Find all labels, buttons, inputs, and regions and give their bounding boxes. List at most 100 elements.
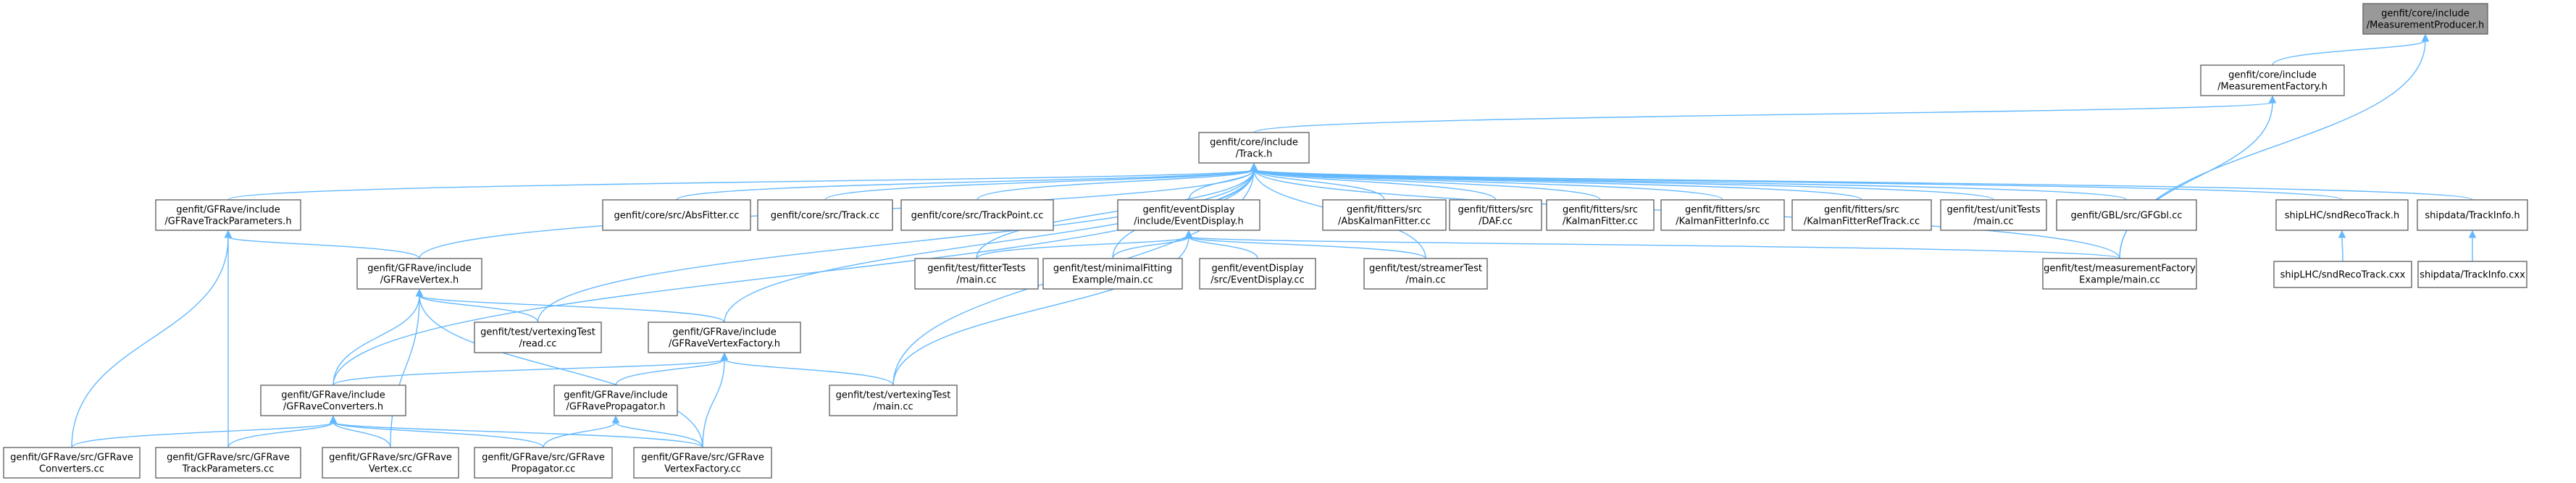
edge-evd-to-mfe xyxy=(1112,230,1193,259)
edge-evd-to-evdc xyxy=(1184,230,1258,259)
node-label: genfit/eventDisplay xyxy=(1211,264,1303,274)
node-label: genfit/core/src/Track.cc xyxy=(771,211,880,222)
node-label: /AbsKalmanFitter.cc xyxy=(1338,217,1431,227)
node-sdc[interactable]: shipdata/TrackInfo.cxx xyxy=(2417,261,2527,288)
node-label: /include/EventDisplay.h xyxy=(1134,217,1244,227)
node-gbl[interactable]: genfit/GBL/src/GFGbl.cc xyxy=(2056,199,2197,231)
node-box xyxy=(1546,199,1655,231)
edge-gfrv-to-gfcv xyxy=(333,288,424,386)
node-shlh[interactable]: shipLHC/sndRecoTrack.h xyxy=(2275,199,2409,231)
node-label: /src/EventDisplay.cc xyxy=(1210,275,1304,286)
node-label: Example/main.cc xyxy=(1072,275,1153,286)
node-label: /KalmanFitterRefTrack.cc xyxy=(1804,217,1920,227)
edge-gfrtp-to-gfrv xyxy=(224,230,420,259)
node-gfcv[interactable]: genfit/GFRave/include/GFRaveConverters.h xyxy=(260,385,406,416)
node-evd[interactable]: genfit/eventDisplay/include/EventDisplay… xyxy=(1117,199,1260,231)
node-gfrv[interactable]: genfit/GFRave/include/GFRaveVertex.h xyxy=(356,258,482,290)
node-label: shipdata/TrackInfo.cxx xyxy=(2420,270,2525,281)
node-c_cv[interactable]: genfit/GFRave/src/GFRaveConverters.cc xyxy=(3,447,141,479)
node-daf[interactable]: genfit/fitters/src/DAF.cc xyxy=(1449,199,1542,231)
node-box xyxy=(829,385,958,416)
node-gfpr[interactable]: genfit/GFRave/include/GFRavePropagator.h xyxy=(553,385,678,416)
node-label: /main.cc xyxy=(956,275,996,286)
node-gfrtp[interactable]: genfit/GFRave/include/GFRaveTrackParamet… xyxy=(155,199,301,231)
edge-mf-to-mfm xyxy=(2119,95,2277,259)
node-label: genfit/GFRave/src/GFRave xyxy=(10,453,133,463)
node-shlc[interactable]: shipLHC/sndRecoTrack.cxx xyxy=(2273,261,2412,288)
node-c_pr[interactable]: genfit/GFRave/src/GFRavePropagator.cc xyxy=(474,447,613,479)
node-c_tp[interactable]: genfit/GFRave/src/GFRaveTrackParameters.… xyxy=(155,447,301,479)
node-label: genfit/GFRave/src/GFRave xyxy=(329,453,452,463)
node-absf[interactable]: genfit/core/src/AbsFitter.cc xyxy=(602,199,751,231)
node-label: genfit/GFRave/src/GFRave xyxy=(167,453,290,463)
edge-shlh-to-shlc xyxy=(2338,230,2346,262)
node-box xyxy=(553,385,678,416)
node-label: Converters.cc xyxy=(39,464,104,475)
edge-gfcv-to-c_vf xyxy=(329,415,703,448)
node-label: genfit/GFRave/include xyxy=(176,205,280,216)
edge-trk-to-sdh xyxy=(1250,162,2473,201)
node-box xyxy=(633,447,772,479)
node-box xyxy=(474,322,602,353)
node-mf[interactable]: genfit/core/include/MeasurementFactory.h xyxy=(2200,64,2345,96)
node-kf[interactable]: genfit/fitters/src/KalmanFitter.cc xyxy=(1546,199,1655,231)
edge-gfvf-to-c_vf xyxy=(702,352,729,448)
nodes-layer: genfit/core/include/MeasurementProducer.… xyxy=(3,3,2528,479)
edge-gfrv-to-c_vx xyxy=(390,288,424,448)
node-box xyxy=(1042,258,1183,290)
node-box xyxy=(322,447,459,479)
node-tpc[interactable]: genfit/core/src/TrackPoint.cc xyxy=(900,199,1054,231)
node-gfvf[interactable]: genfit/GFRave/include/GFRaveVertexFactor… xyxy=(648,322,801,353)
node-label: /main.cc xyxy=(1405,275,1445,286)
node-box xyxy=(1117,199,1260,231)
node-label: /GFRaveConverters.h xyxy=(283,402,383,413)
node-kfr[interactable]: genfit/fitters/src/KalmanFitterRefTrack.… xyxy=(1791,199,1932,231)
node-evdc[interactable]: genfit/eventDisplay/src/EventDisplay.cc xyxy=(1199,258,1316,290)
node-label: genfit/fitters/src xyxy=(1458,205,1533,216)
edge-mf-to-trk xyxy=(1253,95,2277,133)
node-mfe[interactable]: genfit/test/minimalFittingExample/main.c… xyxy=(1042,258,1183,290)
node-label: /MeasurementFactory.h xyxy=(2217,82,2328,93)
node-label: genfit/fitters/src xyxy=(1563,205,1638,216)
node-box xyxy=(1940,199,2047,231)
node-ut[interactable]: genfit/test/unitTests/main.cc xyxy=(1940,199,2047,231)
node-label: /GFRaveVertexFactory.h xyxy=(669,339,780,350)
node-label: genfit/test/vertexingTest xyxy=(836,390,951,401)
node-vtm[interactable]: genfit/test/vertexingTest/main.cc xyxy=(829,385,958,416)
node-label: Example/main.cc xyxy=(2079,275,2160,286)
node-label: shipLHC/sndRecoTrack.cxx xyxy=(2280,270,2406,281)
node-box xyxy=(155,447,301,479)
node-label: /KalmanFitter.cc xyxy=(1563,217,1638,227)
node-vtr[interactable]: genfit/test/vertexingTest/read.cc xyxy=(474,322,602,353)
node-label: genfit/test/unitTests xyxy=(1946,205,2040,216)
node-label: genfit/GFRave/include xyxy=(564,390,668,401)
node-label: /main.cc xyxy=(873,402,913,413)
edges-layer xyxy=(71,33,2477,448)
node-ftm[interactable]: genfit/test/fitterTests/main.cc xyxy=(914,258,1039,290)
node-trk[interactable]: genfit/core/include/Track.h xyxy=(1198,132,1310,164)
node-mfm[interactable]: genfit/test/measurementFactoryExample/ma… xyxy=(2042,258,2197,290)
node-c_vx[interactable]: genfit/GFRave/src/GFRaveVertex.cc xyxy=(322,447,459,479)
node-akf[interactable]: genfit/fitters/src/AbsKalmanFitter.cc xyxy=(1322,199,1447,231)
node-label: genfit/test/vertexingTest xyxy=(480,327,595,338)
node-label: shipdata/TrackInfo.h xyxy=(2425,211,2519,222)
node-label: Vertex.cc xyxy=(369,464,412,475)
node-stm[interactable]: genfit/test/streamerTest/main.cc xyxy=(1363,258,1488,290)
node-trkc[interactable]: genfit/core/src/Track.cc xyxy=(757,199,893,231)
node-label: genfit/GFRave/src/GFRave xyxy=(482,453,605,463)
node-sdh[interactable]: shipdata/TrackInfo.h xyxy=(2417,199,2528,231)
node-box xyxy=(2417,261,2527,288)
node-kfi[interactable]: genfit/fitters/src/KalmanFitterInfo.cc xyxy=(1660,199,1785,231)
node-label: genfit/eventDisplay xyxy=(1142,205,1234,216)
node-label: genfit/GBL/src/GFGbl.cc xyxy=(2070,211,2182,222)
node-box xyxy=(2362,3,2488,35)
node-label: genfit/core/src/TrackPoint.cc xyxy=(911,211,1044,222)
node-label: /Track.h xyxy=(1236,149,1273,160)
node-box xyxy=(900,199,1054,231)
node-box xyxy=(1322,199,1447,231)
node-label: /GFRavePropagator.h xyxy=(566,402,666,413)
node-box xyxy=(474,447,613,479)
edge-gfcv-to-c_vx xyxy=(329,415,391,448)
node-c_vf[interactable]: genfit/GFRave/src/GFRaveVertexFactory.cc xyxy=(633,447,772,479)
